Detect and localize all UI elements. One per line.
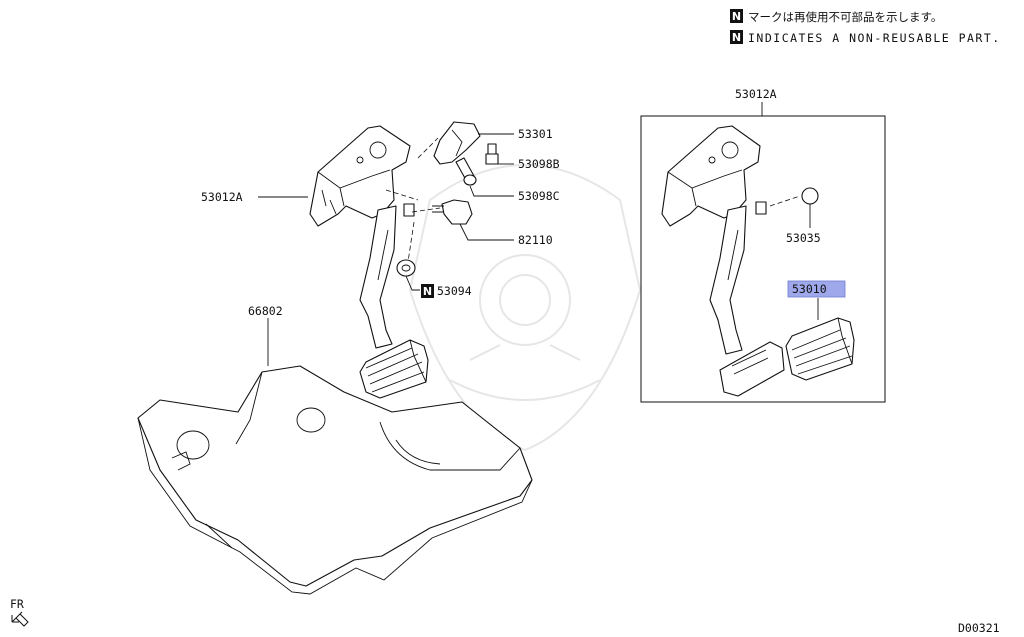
label-82110: 82110 (518, 233, 553, 247)
leader-53098c (469, 185, 514, 197)
label-53012a-box: 53012A (735, 87, 777, 101)
non-reusable-badge (421, 284, 434, 298)
part-53301-clip[interactable] (433, 121, 481, 165)
assembly-box-53012a: 53012A (640, 87, 886, 403)
label-53098b: 53098B (518, 157, 560, 171)
legend-jp-text: マークは再使用不可部品を示します。 (748, 10, 942, 24)
legend: N マークは再使用不可部品を示します。 N INDICATES A NON-RE… (730, 9, 1001, 45)
part-53094-bushing[interactable] (396, 259, 416, 277)
legend-en-text: INDICATES A NON-REUSABLE PART. (748, 31, 1001, 45)
label-53301: 53301 (518, 127, 553, 141)
label-53035: 53035 (786, 231, 821, 245)
label-53010: 53010 (792, 282, 827, 296)
badge-letter: N (423, 285, 432, 298)
non-reusable-badge (730, 9, 743, 23)
diagram-code: D00321 (958, 621, 1000, 635)
part-53098b-bolt[interactable] (485, 143, 499, 165)
label-66802: 66802 (248, 304, 283, 318)
part-53098c-bolt[interactable] (455, 157, 477, 186)
part-82110-switch[interactable] (432, 199, 473, 225)
leader-82110 (459, 223, 514, 241)
badge-letter: N (732, 10, 741, 23)
label-53094: 53094 (437, 284, 472, 298)
highlight-53010[interactable] (787, 280, 846, 298)
direction-label: FR (10, 597, 24, 611)
direction-indicator: FR (10, 597, 29, 627)
badge-letter: N (732, 31, 741, 44)
leader-53094 (405, 275, 420, 291)
floor-mat-66802[interactable] (137, 365, 533, 595)
assembly-frame (640, 115, 886, 403)
arrow-icon (11, 611, 29, 627)
non-reusable-badge (730, 30, 743, 44)
part-53010-pedal-pad[interactable] (785, 317, 855, 381)
label-53098c: 53098C (518, 189, 560, 203)
label-53012a: 53012A (201, 190, 243, 204)
part-53035-stopper[interactable] (801, 187, 819, 205)
watermark-emblem (408, 164, 642, 452)
pedal-assembly-left[interactable] (309, 125, 441, 399)
pedal-assembly-right[interactable] (661, 125, 801, 397)
